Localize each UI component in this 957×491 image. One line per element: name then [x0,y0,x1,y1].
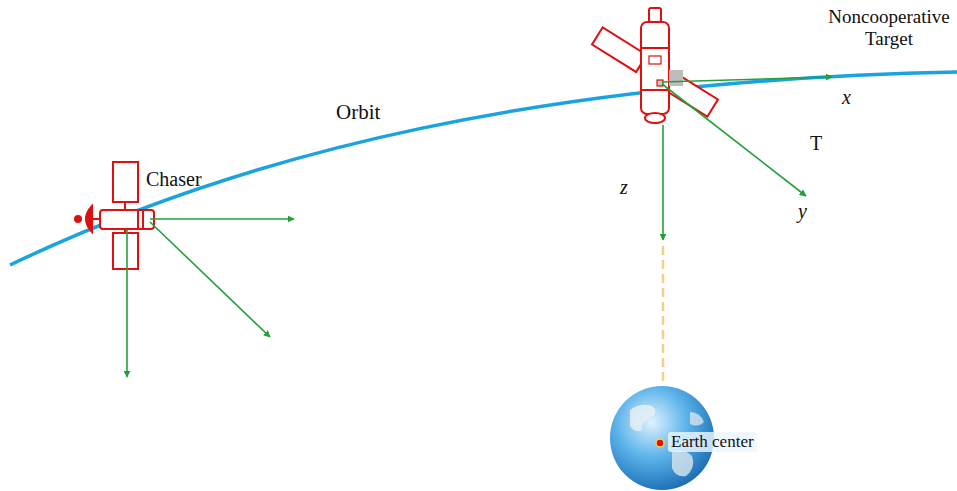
earth-label: Earth center [668,432,757,452]
diagram-label: y [798,200,807,223]
body-shade [669,70,683,86]
orbit-arc [10,72,957,265]
axis-arrow [662,77,832,82]
antenna-mount [92,218,100,220]
target-body [641,22,669,114]
diagram-label: x [842,86,851,109]
target-label: Noncooperative Target [826,6,952,50]
panel-mast [124,202,126,210]
diagram-label: Orbit [336,100,380,124]
diagram-label: Chaser [146,168,202,191]
axis-arrow [662,125,664,240]
solar-panel [113,162,138,202]
antenna-feed [75,216,81,222]
axis-arrow [150,218,294,220]
continent [630,405,656,432]
chaser-body [100,210,154,229]
axis-arrow [126,230,128,377]
axis-arrow [662,84,806,196]
continent [672,451,693,477]
target-satellite [592,8,718,123]
body-seam [137,210,139,229]
diagram-label: z [620,176,628,199]
body-ring [641,89,669,91]
target-axes [662,77,832,240]
body-ring [641,47,669,49]
target-engine [645,113,665,123]
diagram-label: T [810,132,822,155]
body-seam [142,210,144,229]
body-window [649,56,661,64]
axis-arrow [150,222,270,337]
nadir-line [662,246,665,386]
target-nozzle [649,8,661,22]
solar-panel [113,233,138,269]
antenna-dish [86,206,92,232]
chaser-satellite [75,162,154,269]
solar-panel [592,27,647,72]
chaser-axes [127,219,294,377]
body-window [657,80,663,86]
earth-center-dot [656,439,664,447]
continent [690,412,704,426]
